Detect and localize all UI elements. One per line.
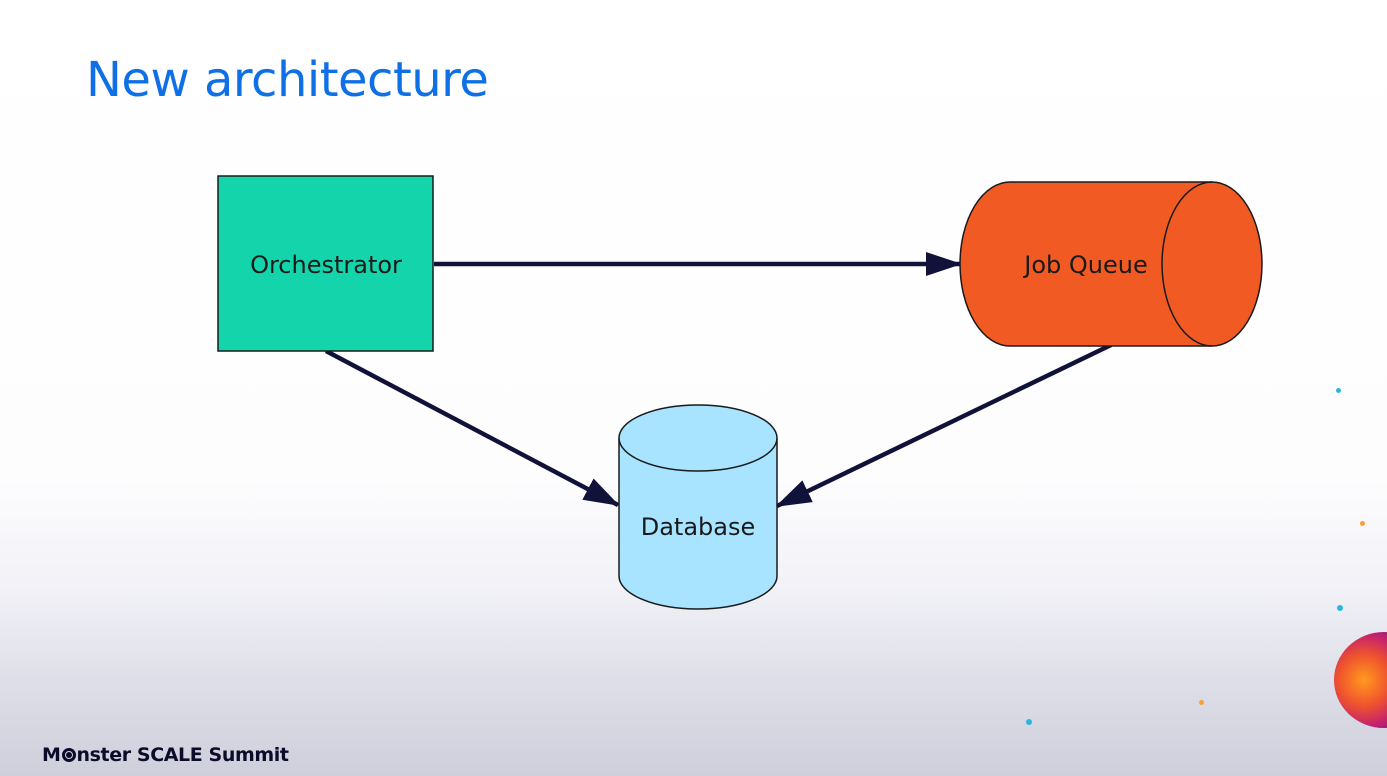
decor-dot xyxy=(1199,700,1204,705)
decor-dot xyxy=(1360,521,1365,526)
database-label: Database xyxy=(641,513,756,541)
brand-suffix: nster SCALE Summit xyxy=(76,744,289,766)
orchestrator-label: Orchestrator xyxy=(250,251,402,279)
edge-job-queue-to-database xyxy=(775,342,1112,509)
decor-dot xyxy=(1026,719,1032,725)
orchestrator-node: Orchestrator xyxy=(217,175,434,352)
edge-orchestrator-to-database xyxy=(324,349,620,507)
database-node: Database xyxy=(618,404,778,610)
job-queue-node: Job Queue xyxy=(959,181,1263,347)
slide-title: New architecture xyxy=(86,52,489,108)
decor-dot xyxy=(1336,388,1341,393)
brand-prefix: M xyxy=(42,744,61,766)
brand-logo-icon xyxy=(61,748,76,762)
job-queue-label: Job Queue xyxy=(1022,251,1147,279)
decor-dot xyxy=(1337,605,1343,611)
